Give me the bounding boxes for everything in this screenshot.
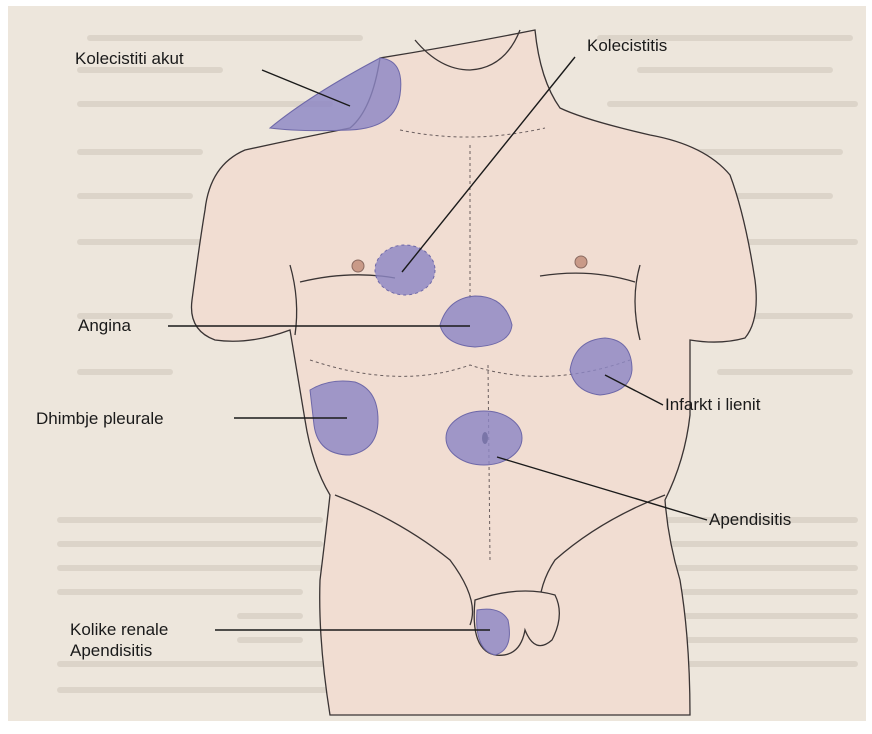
label-kolecistitis: Kolecistitis [587,36,667,55]
zone-periumbilical [446,411,522,465]
label-kolecistiti-akut: Kolecistiti akut [75,49,184,68]
label-apendisitis-2: Apendisitis [70,641,152,660]
left-nipple [575,256,587,268]
right-nipple [352,260,364,272]
label-apendisitis: Apendisitis [709,510,791,529]
label-angina: Angina [78,316,131,335]
label-dhimbje-pleurale: Dhimbje pleurale [36,409,164,428]
zone-gallbladder [375,245,435,295]
label-kolike-renale: Kolike renale [70,620,168,639]
label-infarkt-i-lienit: Infarkt i lienit [665,395,761,414]
